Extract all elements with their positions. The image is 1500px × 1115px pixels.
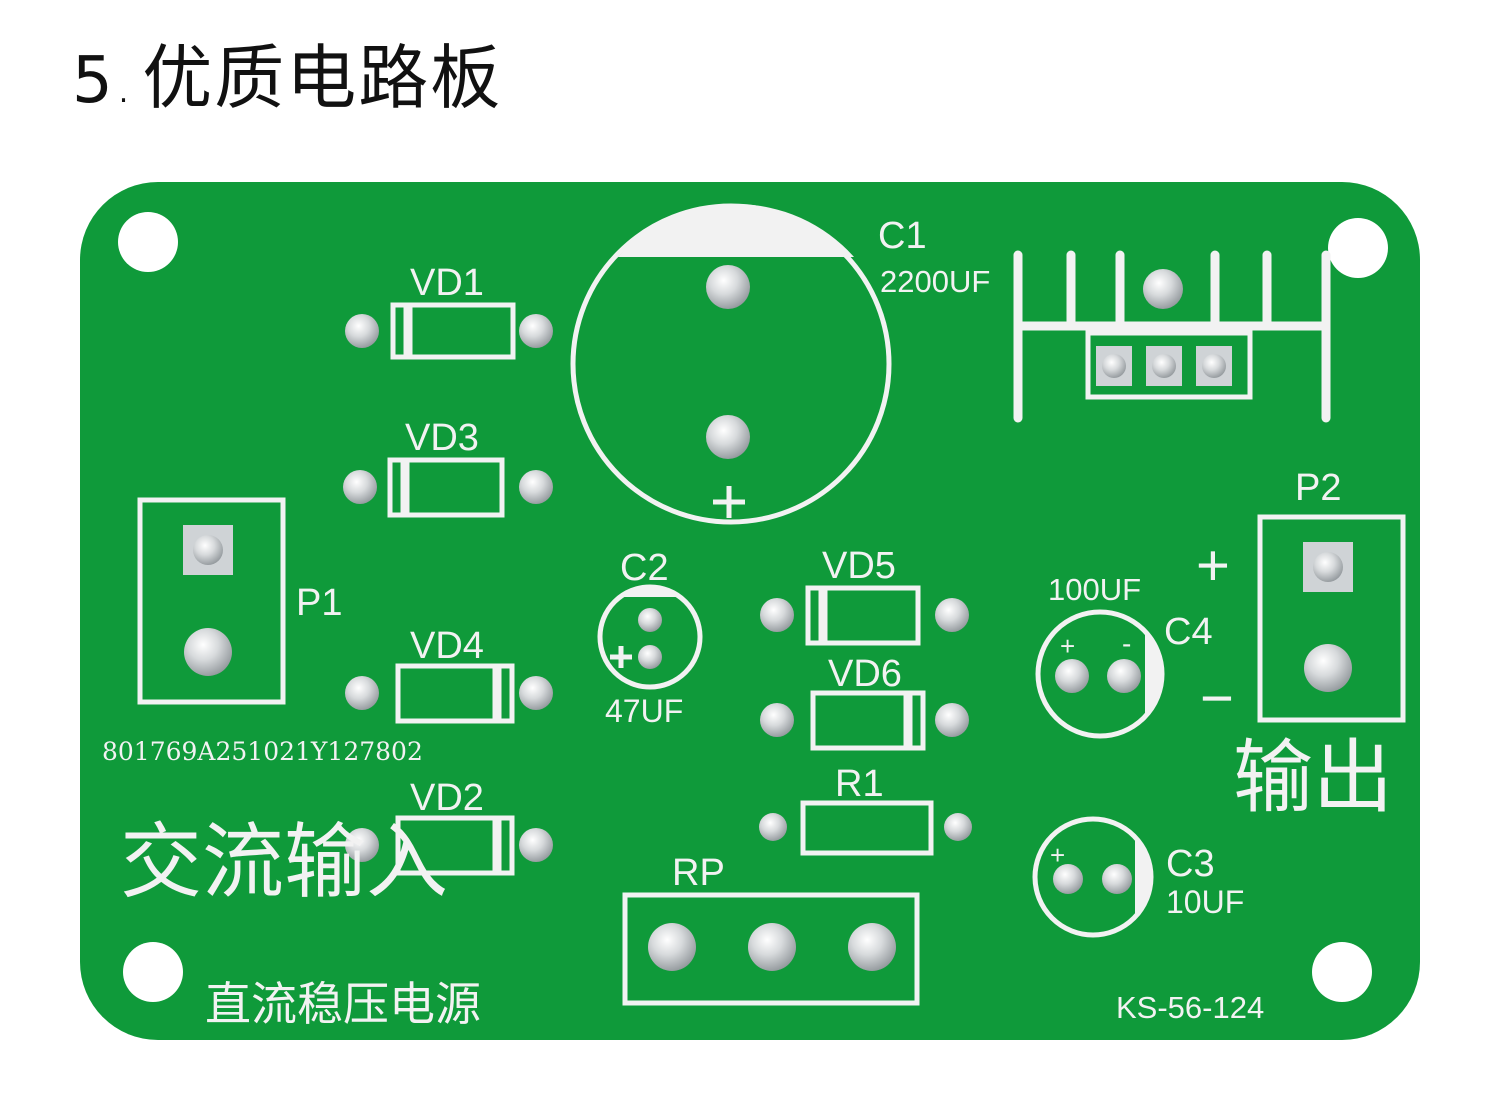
c2-value: 47UF [605,693,683,729]
vd1-label: VD1 [410,262,484,304]
vd2-label: VD2 [410,777,484,819]
ac-input-label: 交流输入 [120,815,448,910]
pcb-board [80,182,1420,1040]
c2-label: C2 [620,547,669,589]
c3-footprint: + [1032,816,1154,938]
p2-connector [1257,514,1406,723]
c4-value: 100UF [1048,572,1141,607]
rp-label: RP [672,852,725,894]
regulator-pads [1096,269,1232,386]
vd2-footprint [345,815,553,876]
board-title: 直流稳压电源 [205,977,481,1031]
svg-text:+: + [1050,840,1065,870]
regulator-heatsink [1013,250,1331,423]
heading-text: 优质电路板 [142,37,503,119]
vd4-label: VD4 [410,625,484,667]
vd5-footprint [760,585,969,646]
vd4-footprint [345,663,553,724]
p2-plus: + [1196,533,1230,598]
p2-minus: − [1200,666,1234,731]
c1-label: C1 [878,215,927,257]
serial-number: 801769A251021Y127802 [102,737,423,766]
vd6-footprint [760,690,969,751]
heading-dot: . [118,75,131,110]
model-number: KS-56-124 [1116,990,1264,1025]
c3-value: 10UF [1166,884,1244,920]
r1-footprint [759,800,972,856]
p1-connector [137,497,286,705]
r1-label: R1 [835,763,884,805]
c3-label: C3 [1166,843,1215,885]
page-heading: 5. 优质电路板 [72,22,502,123]
c1-value: 2200UF [880,264,990,299]
vd3-footprint [343,457,553,518]
vd1-footprint [345,302,553,360]
p1-label: P1 [296,582,342,624]
svg-text:+: + [1060,631,1075,661]
c4-label: C4 [1164,611,1213,653]
c2-footprint [597,584,703,690]
c4-footprint: + - [1035,609,1165,739]
mounting-holes [118,212,1388,1002]
c1-footprint [570,203,892,525]
rp-footprint [622,892,920,1006]
p2-label: P2 [1295,467,1341,509]
vd3-label: VD3 [405,417,479,459]
vd6-label: VD6 [828,653,902,695]
vd5-label: VD5 [822,545,896,587]
heading-number: 5 [72,44,115,118]
output-label: 输出 [1233,731,1393,824]
svg-text:-: - [1122,628,1131,659]
